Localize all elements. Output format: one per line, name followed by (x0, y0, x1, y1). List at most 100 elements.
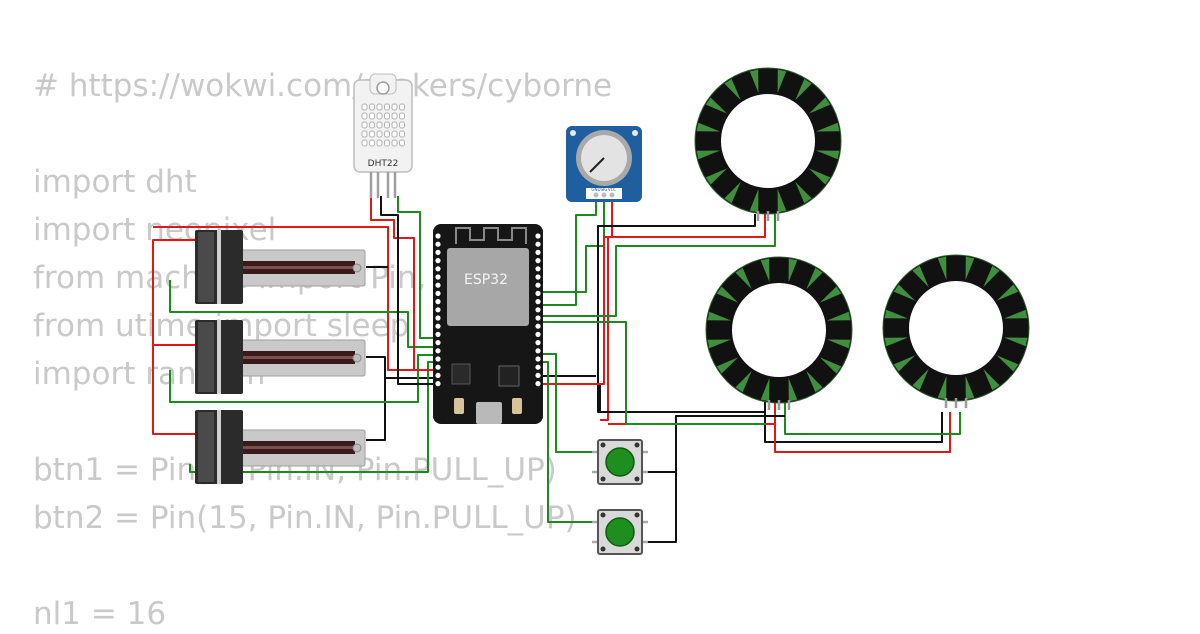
wire (642, 415, 785, 543)
slide-potentiometer-3[interactable] (195, 410, 366, 484)
slide-potentiometer-2[interactable] (195, 320, 366, 394)
esp32-pin (535, 266, 541, 272)
wire (774, 400, 951, 453)
esp32-pin (435, 381, 441, 387)
neopixel-led (884, 337, 908, 347)
neopixel-led (788, 378, 798, 402)
wire (784, 400, 961, 435)
wire (169, 354, 437, 403)
neopixel-led (893, 284, 916, 301)
neopixel-led (777, 69, 787, 93)
neopixel-led (808, 168, 831, 185)
neopixel-led (806, 370, 823, 393)
dht22-sensor: DHT22 (353, 73, 413, 198)
esp32-label: ESP32 (464, 272, 508, 288)
neopixel-led (777, 189, 787, 213)
neopixel-led (996, 355, 1019, 372)
pushbutton-1[interactable] (592, 439, 648, 485)
esp32-pin (535, 331, 541, 337)
esp32-pin (435, 323, 441, 329)
neopixel-led (749, 189, 759, 213)
neopixel-led (893, 355, 916, 372)
dht22-vent-grid (361, 103, 405, 147)
esp32-board: ESP32 (433, 224, 543, 424)
wire (540, 197, 605, 293)
neopixel-led (937, 376, 947, 400)
potentiometer-pin-label: VCC (608, 187, 617, 192)
wire (600, 214, 766, 421)
esp32-pin (535, 315, 541, 321)
code-line: # https://wokwi.com/makers/cyborne (33, 68, 613, 104)
neopixel-led (707, 339, 731, 349)
neopixel-led (1004, 337, 1028, 347)
potentiometer-pin (593, 192, 599, 198)
esp32-pin (535, 381, 541, 387)
wire (540, 361, 596, 523)
esp32-pin (535, 290, 541, 296)
potentiometer-knob (589, 157, 605, 173)
neopixel-led (749, 69, 759, 93)
pushbuttons (592, 439, 648, 555)
esp32-pin (435, 233, 441, 239)
esp32-pin (535, 233, 541, 239)
wire (540, 321, 765, 425)
neopixel-led (827, 339, 851, 349)
esp32-pin (435, 340, 441, 346)
neopixel-led (724, 78, 741, 101)
esp32-pin (535, 372, 541, 378)
potentiometer-pin-label: SIG (601, 187, 608, 192)
neopixel-led (816, 122, 840, 132)
esp32-pin (535, 348, 541, 354)
esp32-pin (535, 299, 541, 305)
neopixel-led (696, 122, 720, 132)
slide-potentiometer-1[interactable] (195, 230, 366, 304)
wire (540, 353, 596, 453)
neopixel-led (819, 357, 842, 374)
esp32-pin (435, 282, 441, 288)
potentiometer-pin (601, 192, 607, 198)
wire (764, 400, 943, 443)
code-line: import dht (33, 164, 197, 200)
esp32-pin (435, 258, 441, 264)
neopixel-led (795, 78, 812, 101)
potentiometer-pin-label: GND (591, 187, 600, 192)
neopixel-led (735, 267, 752, 290)
esp32-pin (435, 356, 441, 362)
neopixel-led (788, 258, 798, 282)
pushbutton-2[interactable] (592, 509, 648, 555)
esp32-pin (435, 274, 441, 280)
code-line: nl1 = 16 (33, 596, 167, 632)
esp32-pin (435, 241, 441, 247)
wire (540, 214, 776, 317)
neopixel-rings (694, 67, 1030, 410)
esp32-pin (535, 249, 541, 255)
esp32-pin (435, 348, 441, 354)
esp32-pin (435, 290, 441, 296)
wire (370, 196, 437, 371)
esp32-pin (435, 299, 441, 305)
neopixel-led (716, 286, 739, 303)
esp32-pin (535, 241, 541, 247)
wire (366, 378, 386, 441)
neopixel-led (724, 181, 741, 204)
wire (366, 356, 437, 379)
neopixel-ring-2 (705, 256, 853, 410)
esp32-pin (535, 258, 541, 264)
neopixel-led (1004, 309, 1028, 319)
wire (153, 226, 437, 371)
esp32-pin (435, 364, 441, 370)
neopixel-led (707, 311, 731, 321)
neopixel-led (816, 150, 840, 160)
neopixel-led (735, 370, 752, 393)
slide-potentiometers (195, 230, 366, 484)
neopixel-led (705, 168, 728, 185)
neopixel-led (983, 265, 1000, 288)
neopixel-ring-3 (882, 254, 1030, 408)
neopixel-led (912, 368, 929, 391)
neopixel-led (696, 150, 720, 160)
esp32-pin-headers (435, 233, 541, 387)
wire (189, 361, 437, 473)
neopixel-led (965, 256, 975, 280)
esp32-pin (435, 249, 441, 255)
